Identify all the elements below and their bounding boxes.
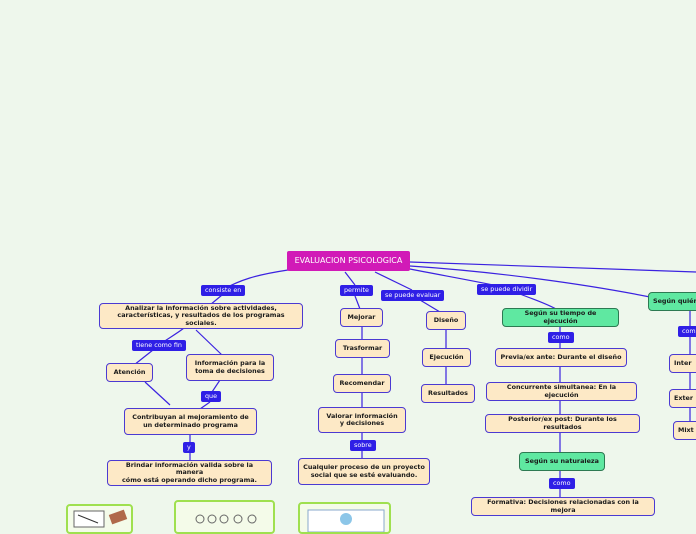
node-posterior-ex-post[interactable]: Posterior/ex post: Durante los resultado… (485, 414, 640, 433)
link-label-permite[interactable]: permite (340, 285, 373, 296)
node-atencion[interactable]: Atención (106, 363, 153, 382)
node-trasformar[interactable]: Trasformar (335, 339, 390, 358)
node-previa-ex-ante[interactable]: Previa/ex ante: Durante el diseño (495, 348, 627, 367)
link-label-tiene-como-fin[interactable]: tiene como fin (132, 340, 186, 351)
node-brindar-informacion[interactable]: Brindar información valida sobre la mane… (107, 460, 272, 486)
node-resultados[interactable]: Resultados (421, 384, 475, 403)
link-label-consiste-en[interactable]: consiste en (201, 285, 246, 296)
node-segun-naturaleza[interactable]: Según su naturaleza (519, 452, 605, 471)
node-externa[interactable]: Exter (669, 389, 696, 408)
node-diseno[interactable]: Diseño (426, 311, 466, 330)
drawing-icon (73, 509, 128, 528)
link-label-se-puede-dividir[interactable]: se puede dividir (477, 284, 537, 295)
illustration-icon (307, 509, 385, 532)
icons-row-icon (195, 514, 257, 524)
thumbnail-image-1[interactable] (66, 504, 133, 534)
node-recomendar[interactable]: Recomendar (333, 374, 391, 393)
node-analizar-informacion[interactable]: Analizar la información sobre actividade… (99, 303, 303, 329)
link-label-como-tiempo[interactable]: como (548, 332, 574, 343)
node-segun-tiempo-ejecucion[interactable]: Según su tiempo de ejecución (502, 308, 619, 327)
node-formativa[interactable]: Formativa: Decisiones relacionadas con l… (471, 497, 655, 516)
node-informacion-decisiones[interactable]: Información para la toma de decisiones (186, 354, 274, 381)
link-label-y[interactable]: y (183, 442, 195, 453)
node-mejorar[interactable]: Mejorar (340, 308, 383, 327)
node-interna[interactable]: Inter (669, 354, 696, 373)
thumbnail-image-3[interactable] (298, 502, 391, 534)
link-label-se-puede-evaluar[interactable]: se puede evaluar (381, 290, 445, 301)
link-label-que[interactable]: que (201, 391, 222, 402)
node-mixta[interactable]: Mixt (673, 421, 696, 440)
link-label-como-quien[interactable]: como (678, 326, 696, 337)
node-ejecucion[interactable]: Ejecución (422, 348, 471, 367)
node-contribuyan[interactable]: Contribuyan al mejoramiento de un determ… (124, 408, 257, 435)
node-valorar-informacion[interactable]: Valorar información y decisiones (318, 407, 406, 433)
root-node[interactable]: EVALUACION PSICOLOGICA (287, 251, 410, 271)
node-cualquier-proceso[interactable]: Cualquier proceso de un proyecto social … (298, 458, 430, 485)
link-label-sobre[interactable]: sobre (350, 440, 376, 451)
node-concurrente-simultanea[interactable]: Concurrente simultanea: En la ejecución (486, 382, 637, 401)
node-segun-quien[interactable]: Según quién (648, 292, 696, 311)
link-label-como-naturaleza[interactable]: como (549, 478, 575, 489)
thumbnail-image-2[interactable] (174, 500, 275, 534)
